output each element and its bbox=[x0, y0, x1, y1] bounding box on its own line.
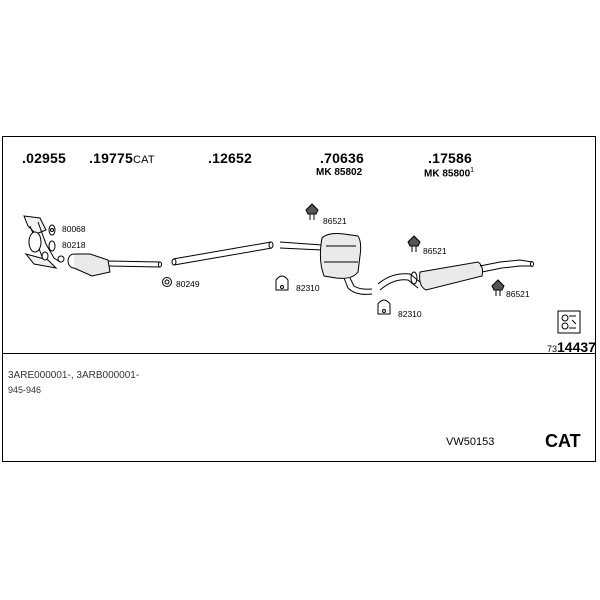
ref-label: 86521 bbox=[323, 216, 347, 226]
ref-label: 80249 bbox=[176, 279, 200, 289]
cat-label: CAT bbox=[545, 431, 581, 451]
clamp-icon bbox=[162, 277, 172, 287]
catalytic-converter-drawing bbox=[67, 253, 162, 277]
ref-label: 80068 bbox=[62, 224, 86, 234]
diagram-frame bbox=[2, 136, 596, 462]
part-number-2: .19775CAT bbox=[89, 150, 155, 166]
hanger-icon bbox=[491, 279, 505, 296]
vehicle-info-line1: 3ARE000001-, 3ARB000001- bbox=[8, 370, 140, 381]
part-number-3: .12652 bbox=[208, 150, 253, 166]
ref-label: 80218 bbox=[62, 240, 86, 250]
ref-label: 86521 bbox=[506, 289, 530, 299]
section-divider bbox=[2, 353, 596, 354]
mounting-kit-2: MK 858001 bbox=[424, 167, 475, 180]
middle-pipe-drawing bbox=[171, 241, 274, 266]
clamp-icon bbox=[275, 275, 289, 291]
ref-label: 82310 bbox=[398, 309, 422, 319]
catalog-symbol-icon bbox=[557, 310, 581, 334]
mounting-kit-1: MK 85802 bbox=[316, 167, 363, 178]
system-code: VW50153 bbox=[446, 436, 495, 448]
part-number-4: .70636 bbox=[320, 150, 365, 166]
gasket-icon bbox=[48, 240, 56, 252]
part-number-5: .17586 bbox=[428, 150, 473, 166]
downpipe-drawing bbox=[23, 215, 65, 269]
gasket-icon bbox=[48, 224, 56, 236]
part-number-1: .02955 bbox=[22, 150, 67, 166]
catalog-number: 7314437 bbox=[547, 339, 596, 355]
rear-muffler-drawing bbox=[377, 259, 534, 291]
vehicle-info-line2: 945-946 bbox=[8, 385, 42, 395]
front-muffler-drawing bbox=[279, 233, 373, 295]
part-suffix: CAT bbox=[133, 154, 155, 166]
hanger-icon bbox=[305, 203, 319, 220]
clamp-icon bbox=[377, 299, 391, 315]
ref-label: 86521 bbox=[423, 246, 447, 256]
ref-label: 82310 bbox=[296, 283, 320, 293]
hanger-icon bbox=[407, 235, 421, 252]
